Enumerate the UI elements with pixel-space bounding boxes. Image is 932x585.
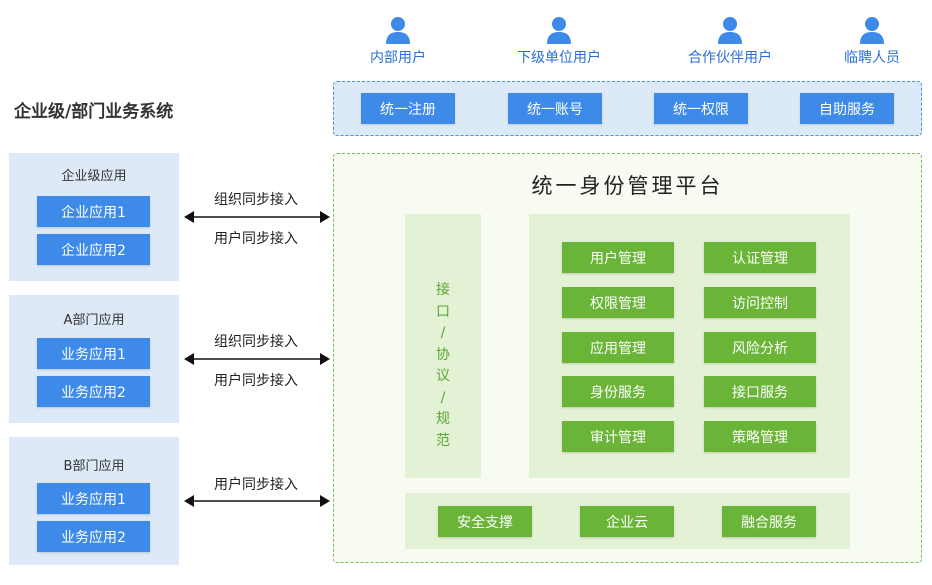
module-policy-management: 策略管理 xyxy=(704,421,816,452)
connector-label: 用户同步接入 xyxy=(214,231,298,247)
double-arrow-icon xyxy=(184,353,330,365)
user-icon xyxy=(718,17,742,44)
user-partner: 合作伙伴用户 xyxy=(670,16,790,67)
module-user-management: 用户管理 xyxy=(562,242,674,273)
user-label: 合作伙伴用户 xyxy=(688,50,772,66)
connector-label: 组织同步接入 xyxy=(214,334,298,350)
module-audit-management: 审计管理 xyxy=(562,421,674,452)
user-label: 临聘人员 xyxy=(844,50,900,66)
service-unified-registration: 统一注册 xyxy=(361,93,455,124)
group-title: B部门应用 xyxy=(63,459,125,474)
user-subordinate: 下级单位用户 xyxy=(499,16,619,67)
service-unified-permission: 统一权限 xyxy=(654,93,748,124)
service-self-service: 自助服务 xyxy=(800,93,894,124)
double-arrow-icon xyxy=(184,211,330,223)
user-label: 内部用户 xyxy=(370,50,426,66)
app-enterprise-2: 企业应用2 xyxy=(37,234,150,265)
interface-char: 规 xyxy=(436,411,450,427)
interface-char: 接 xyxy=(436,282,450,298)
service-unified-account: 统一账号 xyxy=(508,93,602,124)
app-dept-b-1: 业务应用1 xyxy=(37,483,150,514)
support-security: 安全支撑 xyxy=(438,506,532,537)
side-title: 企业级/部门业务系统 xyxy=(14,102,174,122)
connector-label: 组织同步接入 xyxy=(214,192,298,208)
app-enterprise-1: 企业应用1 xyxy=(37,196,150,227)
module-permission-management: 权限管理 xyxy=(562,287,674,318)
app-dept-a-1: 业务应用1 xyxy=(37,338,150,369)
user-internal: 内部用户 xyxy=(338,16,458,67)
interface-text: 接 口 / 协 议 / 规 范 xyxy=(405,280,481,452)
user-icon xyxy=(860,17,884,44)
interface-char: 议 xyxy=(436,368,450,384)
connector-label: 用户同步接入 xyxy=(214,477,298,493)
platform-title: 统一身份管理平台 xyxy=(531,174,724,198)
module-identity-service: 身份服务 xyxy=(562,376,674,407)
module-risk-analysis: 风险分析 xyxy=(704,332,816,363)
module-access-control: 访问控制 xyxy=(704,287,816,318)
interface-char: / xyxy=(440,389,446,406)
interface-char: 协 xyxy=(436,346,450,363)
app-dept-a-2: 业务应用2 xyxy=(37,376,150,407)
interface-char: 范 xyxy=(436,432,450,449)
user-label: 下级单位用户 xyxy=(517,50,601,66)
double-arrow-icon xyxy=(184,495,330,507)
module-app-management: 应用管理 xyxy=(562,332,674,363)
interface-column xyxy=(405,214,481,478)
support-enterprise-cloud: 企业云 xyxy=(580,506,674,537)
group-title: 企业级应用 xyxy=(61,169,127,184)
connector-label: 用户同步接入 xyxy=(214,373,298,389)
module-interface-service: 接口服务 xyxy=(704,376,816,407)
user-icon xyxy=(386,17,410,44)
module-auth-management: 认证管理 xyxy=(704,242,816,273)
user-icon xyxy=(547,17,571,44)
group-title: A部门应用 xyxy=(63,313,125,328)
interface-char: 口 xyxy=(436,303,450,320)
app-dept-b-2: 业务应用2 xyxy=(37,521,150,552)
support-fusion-service: 融合服务 xyxy=(722,506,816,537)
interface-char: / xyxy=(440,325,446,341)
user-temporary: 临聘人员 xyxy=(812,16,932,67)
